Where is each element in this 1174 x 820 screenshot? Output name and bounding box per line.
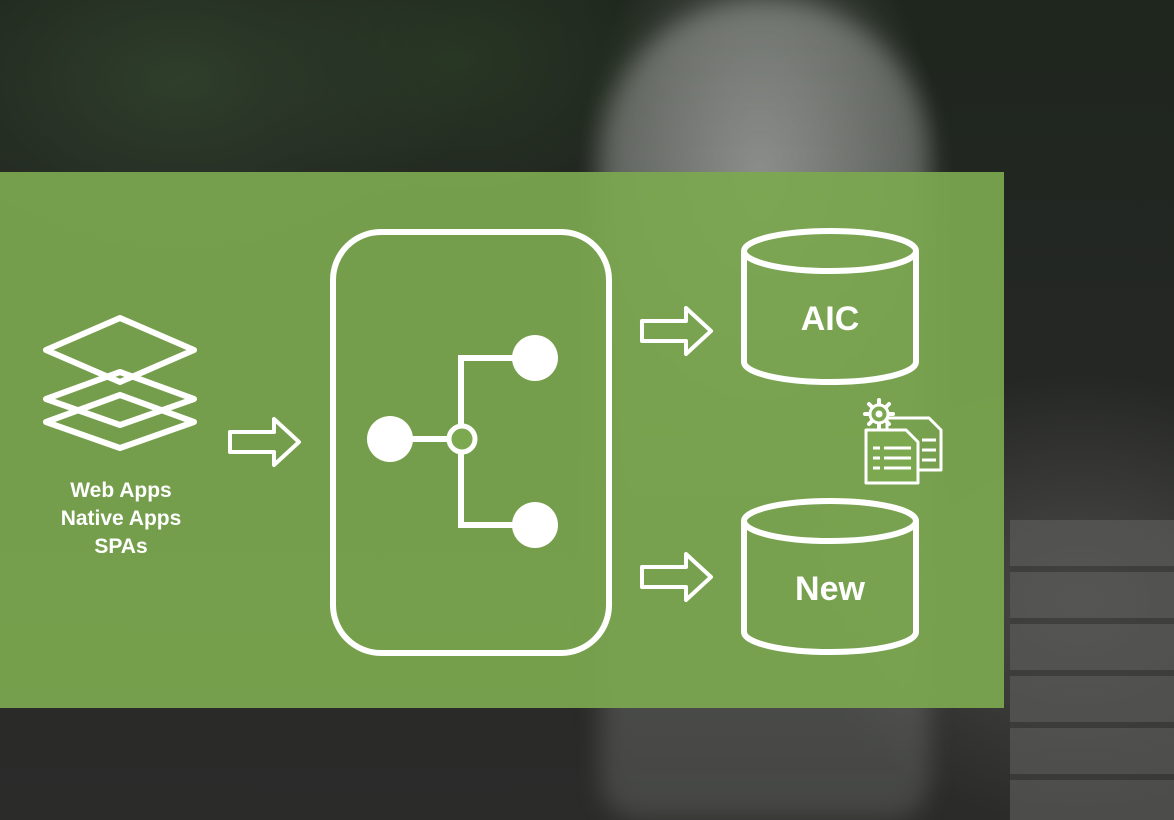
diagram-panel <box>0 172 1004 708</box>
arrow-to-new-icon <box>640 552 713 602</box>
database-new-icon <box>741 498 919 655</box>
source-label-spas: SPAs <box>94 535 147 558</box>
router-box <box>330 229 612 656</box>
arrow-to-aic-icon <box>640 306 713 356</box>
arrow-to-router-icon <box>228 417 301 467</box>
layers-icon <box>43 315 197 451</box>
database-new-label: New <box>795 570 865 608</box>
gear-documents-icon <box>863 398 943 485</box>
source-label-web-apps: Web Apps <box>70 479 172 502</box>
branching-router-icon <box>367 335 558 548</box>
database-aic-icon <box>741 228 919 385</box>
source-label-native-apps: Native Apps <box>61 507 182 530</box>
database-aic-label: AIC <box>801 300 860 338</box>
background-stairs <box>1010 520 1174 820</box>
